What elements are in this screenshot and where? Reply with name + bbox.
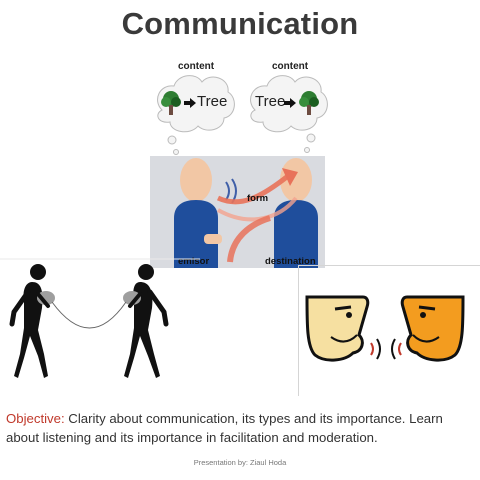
tree-icon [299,91,319,115]
form-arrows [216,168,298,263]
objective-paragraph: Objective: Clarity about communication, … [6,409,474,447]
left-thought-bubble [157,75,235,155]
objective-text: Clarity about communication, its types a… [6,411,443,445]
communication-model-diagram: content Tree content Tree [150,58,328,268]
page-title: Communication [121,6,359,41]
sender-figure [174,158,222,268]
left-content-label: content [178,61,215,72]
right-tree-word: Tree [255,93,286,110]
presenter-credit: Presentation by: Ziaul Hoda [193,458,287,467]
right-thought-bubble [250,75,328,153]
tin-can-telephone-illustration [0,258,200,378]
sender-label: emisor [178,256,210,267]
arrow-right-icon [184,98,196,108]
faces-illustration-frame [298,265,480,396]
form-label: form [247,193,269,204]
objective-lead: Objective: [6,411,65,426]
right-content-label: content [272,61,309,72]
receiver-label: destination [265,256,316,267]
arrow-right-icon [284,98,296,108]
receiver-figure [274,158,318,268]
tree-icon [161,91,181,115]
left-tree-word: Tree [197,93,228,110]
talking-faces-illustration [305,295,465,362]
